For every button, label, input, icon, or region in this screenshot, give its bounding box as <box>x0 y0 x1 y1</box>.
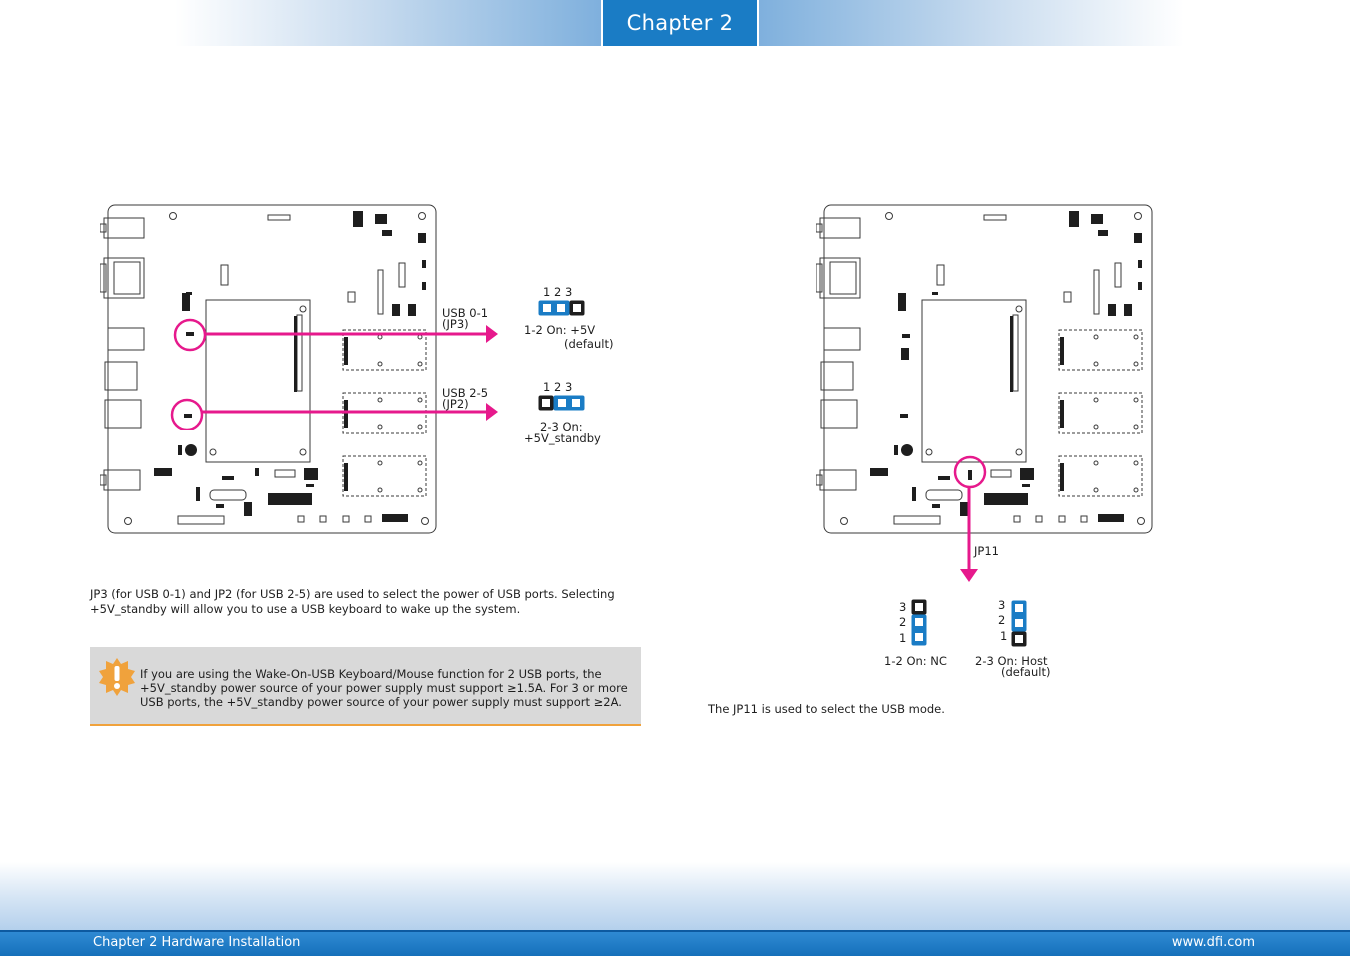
right-callout-arrow <box>953 455 987 582</box>
motherboard-diagram-right <box>816 204 1153 534</box>
jp11-nc-caption: 1-2 On: NC <box>884 654 947 668</box>
footer-chapter-title: Chapter 2 Hardware Installation <box>93 935 301 950</box>
header-gradient-right <box>759 0 1184 46</box>
callout-usb01-label: USB 0-1 <box>442 306 489 320</box>
note-line3: USB ports, the +5V_standby power source … <box>140 695 622 709</box>
jp11a-pin3: 3 <box>899 600 907 614</box>
jp11b-pin1: 1 <box>1000 629 1008 643</box>
note-text: If you are using the Wake-On-USB Keyboar… <box>140 667 636 709</box>
left-description: JP3 (for USB 0-1) and JP2 (for USB 2-5) … <box>90 587 650 616</box>
jp2-pin-numbers: 1 2 3 <box>543 380 573 394</box>
jp11-nc-jumper-icon <box>911 599 927 646</box>
jp11-host-caption-line1: 2-3 On: Host <box>975 654 1048 668</box>
header-gradient-left <box>175 0 601 46</box>
jp3-caption-line1: 1-2 On: +5V <box>524 323 596 337</box>
jp11a-pin2: 2 <box>899 615 907 629</box>
left-description-line2: +5V_standby will allow you to use a USB … <box>90 601 521 616</box>
jp2-caption-line1: 2-3 On: <box>540 420 583 434</box>
note-box: If you are using the Wake-On-USB Keyboar… <box>90 647 641 726</box>
jp11-label: JP11 <box>974 544 999 558</box>
jp11-host-jumper-icon <box>1011 600 1027 647</box>
jp11a-pin1: 1 <box>899 631 907 645</box>
jp2-caption-line2: +5V_standby <box>524 431 601 445</box>
footer-website-link[interactable]: www.dfi.com <box>1171 935 1255 950</box>
left-description-line1: JP3 (for USB 0-1) and JP2 (for USB 2-5) … <box>90 587 615 601</box>
jp3-jumper-icon <box>538 300 585 316</box>
callout-usb01-sub: (JP3) <box>442 317 469 331</box>
callout-usb25-sub: (JP2) <box>442 397 469 411</box>
jp2-jumper-icon <box>538 395 585 411</box>
jp11b-pin3: 3 <box>998 598 1006 612</box>
note-line1: If you are using the Wake-On-USB Keyboar… <box>140 667 602 681</box>
note-line2: +5V_standby power source of your power s… <box>140 681 628 695</box>
jp11b-pin2: 2 <box>998 613 1006 627</box>
chapter-tab: Chapter 2 <box>603 0 757 46</box>
warning-icon <box>99 658 135 696</box>
jp11-host-caption-line2: (default) <box>1001 665 1051 679</box>
footer-bar: Chapter 2 Hardware Installation www.dfi.… <box>0 930 1350 956</box>
footer-gradient <box>0 862 1350 930</box>
jp3-pin-numbers: 1 2 3 <box>543 285 573 299</box>
right-description: The JP11 is used to select the USB mode. <box>708 702 945 716</box>
left-callout-arrows <box>170 318 498 430</box>
callout-usb25-label: USB 2-5 <box>442 386 489 400</box>
motherboard-diagram-left <box>100 204 437 534</box>
jp3-caption-line2: (default) <box>564 337 614 351</box>
